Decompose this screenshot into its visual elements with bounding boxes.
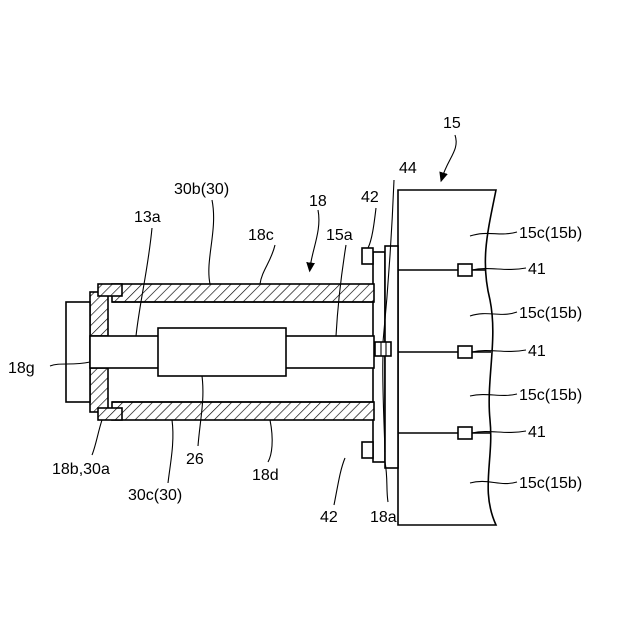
label-26: 26 — [186, 451, 204, 468]
label-30b: 30b(30) — [174, 181, 229, 198]
label-41-1: 41 — [528, 261, 546, 278]
sensor-41-1 — [458, 264, 472, 276]
label-41-2: 41 — [528, 343, 546, 360]
label-18a: 18a — [370, 509, 397, 526]
label-18c: 18c — [248, 227, 274, 244]
cylinder — [66, 284, 374, 420]
label-15c-2: 15c(15b) — [519, 305, 582, 322]
end-cap-top — [90, 292, 108, 336]
label-15: 15 — [443, 115, 461, 132]
label-18: 18 — [309, 193, 327, 210]
end-cover-18g — [66, 302, 90, 402]
end-ring-top — [98, 284, 122, 296]
label-42-top: 42 — [361, 189, 379, 206]
label-15c-1: 15c(15b) — [519, 225, 582, 242]
label-15c-4: 15c(15b) — [519, 475, 582, 492]
label-18b-30a: 18b,30a — [52, 461, 110, 478]
sensor-41-2 — [458, 346, 472, 358]
piston-26 — [158, 328, 286, 376]
wall-bottom-30c — [112, 402, 374, 420]
label-41-3: 41 — [528, 424, 546, 441]
label-15c-3: 15c(15b) — [519, 387, 582, 404]
wall-top-30b — [112, 284, 374, 302]
end-ring-bottom — [98, 408, 122, 420]
bolt-42-top — [362, 248, 373, 264]
stack-housing — [398, 190, 496, 525]
sensor-41-3 — [458, 427, 472, 439]
bolt-42-bottom — [362, 442, 373, 458]
label-30c: 30c(30) — [128, 487, 182, 504]
label-13a: 13a — [134, 209, 161, 226]
plate-inner — [385, 246, 398, 468]
end-cap-bottom — [90, 368, 108, 412]
label-18d: 18d — [252, 467, 279, 484]
connector-44 — [375, 342, 391, 356]
label-42-bottom: 42 — [320, 509, 338, 526]
label-18g: 18g — [8, 360, 35, 377]
label-44: 44 — [399, 160, 417, 177]
label-15a: 15a — [326, 227, 353, 244]
